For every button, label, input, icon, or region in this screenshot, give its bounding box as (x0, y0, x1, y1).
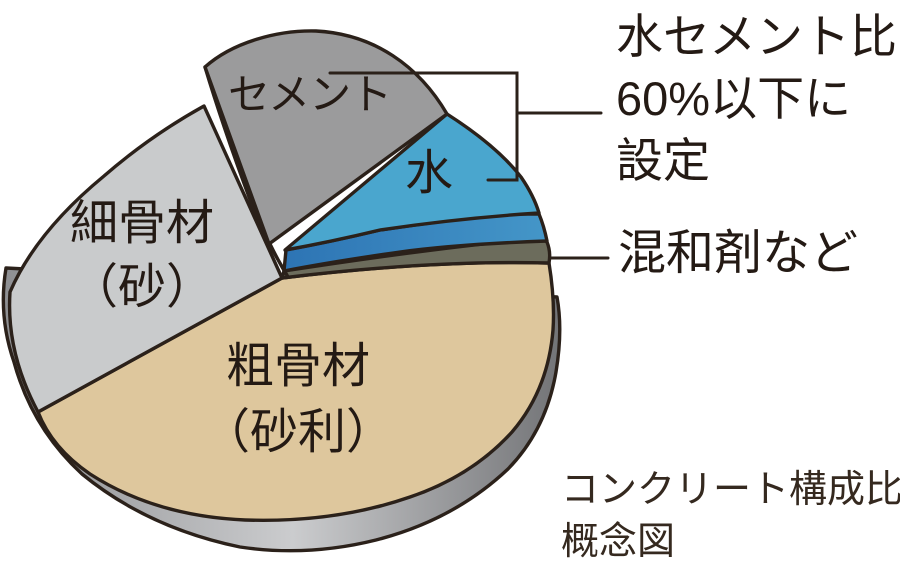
annotation-line1: 水セメント比 (616, 10, 898, 63)
annotation-line3: 設定 (616, 134, 710, 187)
label-fine-aggregate-line1: 細骨材 (69, 197, 214, 250)
annotation-water-cement-ratio: 水セメント比 60%以下に 設定 (616, 6, 897, 192)
figure-caption: コンクリート構成比 概念図 (561, 464, 900, 561)
label-admixture: 混和剤など (618, 227, 859, 280)
annotation-line2: 60%以下に (616, 72, 852, 125)
figure-caption-line2: 概念図 (561, 521, 676, 561)
label-coarse-aggregate: 粗骨材 （砂利） (186, 334, 410, 466)
slice-water (283, 112, 541, 252)
label-cement: セメント (228, 71, 392, 118)
label-fine-aggregate-line2: （砂） (69, 261, 214, 314)
figure-caption-line1: コンクリート構成比 (561, 469, 900, 511)
bracket-water-cement-ratio (328, 71, 519, 182)
label-water: 水 (405, 147, 454, 200)
slice-fine-aggregate (7, 104, 284, 414)
label-coarse-aggregate-line2: （砂利） (201, 406, 394, 459)
slice-cement (203, 29, 449, 246)
label-fine-aggregate: 細骨材 （砂） (30, 192, 254, 320)
label-coarse-aggregate-line1: 粗骨材 (225, 340, 370, 393)
